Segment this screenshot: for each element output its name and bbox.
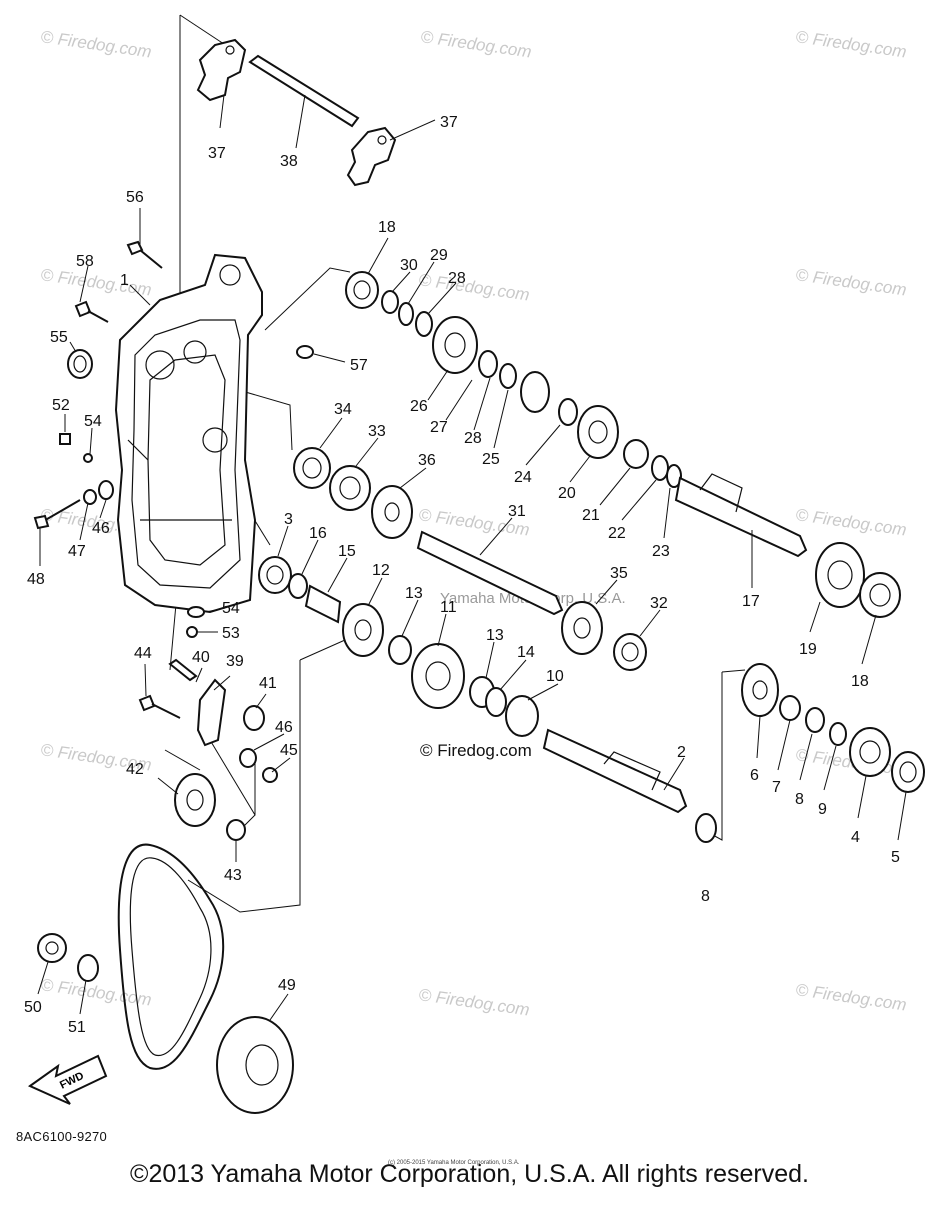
callout-32: 32 xyxy=(650,595,668,612)
callout-3: 3 xyxy=(284,511,293,528)
callout-54: 54 xyxy=(84,413,102,430)
callout-56: 56 xyxy=(126,189,144,206)
callout-57: 57 xyxy=(350,357,368,374)
callout-53: 53 xyxy=(222,625,240,642)
callout-49: 49 xyxy=(278,977,296,994)
callout-5: 5 xyxy=(891,849,900,866)
callout-50: 50 xyxy=(24,999,42,1016)
watermark: © Firedog.com xyxy=(417,985,530,1019)
watermark: © Firedog.com xyxy=(794,27,907,61)
callout-30: 30 xyxy=(400,257,418,274)
callout-9: 9 xyxy=(818,801,827,818)
callout-11: 11 xyxy=(440,599,457,616)
callout-27: 27 xyxy=(430,419,448,436)
callout-8: 8 xyxy=(701,888,710,905)
callout-48: 48 xyxy=(27,571,45,588)
callout-36: 36 xyxy=(418,452,436,469)
callout-40: 40 xyxy=(192,649,210,666)
callout-15: 15 xyxy=(338,543,356,560)
watermark: © Firedog.com xyxy=(794,265,907,299)
callout-46: 46 xyxy=(275,719,293,736)
callout-25: 25 xyxy=(482,451,500,468)
callout-13: 13 xyxy=(405,585,423,602)
small-copyright: (c) 2005-2015 Yamaha Motor Corporation, … xyxy=(388,1160,520,1166)
callout-45: 45 xyxy=(280,742,298,759)
callout-12: 12 xyxy=(372,562,390,579)
center-watermark: © Firedog.com xyxy=(420,741,532,760)
callout-46: 46 xyxy=(92,520,110,537)
callout-23: 24 xyxy=(514,469,532,486)
watermark: © Firedog.com xyxy=(417,270,530,304)
callout-4: 4 xyxy=(851,829,860,846)
callout-29: 29 xyxy=(430,247,448,264)
callout-13: 13 xyxy=(486,627,504,644)
callout-44: 44 xyxy=(134,645,152,662)
tensioner-assembly xyxy=(138,606,278,841)
callout-51: 51 xyxy=(68,1019,86,1036)
watermark: © Firedog.com xyxy=(794,980,907,1014)
callout-28: 28 xyxy=(464,430,482,447)
callout-41: 41 xyxy=(259,675,277,692)
callout-20: 20 xyxy=(558,485,576,502)
callout-38: 38 xyxy=(280,153,298,170)
watermark: © Firedog.com xyxy=(39,265,152,299)
watermark: © Firedog.com xyxy=(419,27,532,61)
callout-58: 58 xyxy=(76,253,94,270)
watermark: © Firedog.com xyxy=(39,27,152,61)
callout-39: 39 xyxy=(226,653,244,670)
callout-34: 34 xyxy=(334,401,352,418)
callout-2: 2 xyxy=(677,744,686,761)
fwd-arrow: FWD xyxy=(28,1054,108,1105)
callout-8: 8 xyxy=(795,791,804,808)
callout-22: 22 xyxy=(608,525,626,542)
callout-55: 55 xyxy=(50,329,68,346)
callout-18: 18 xyxy=(851,673,869,690)
callout-47: 47 xyxy=(68,543,86,560)
crankcase-cover xyxy=(114,253,263,614)
callout-26: 26 xyxy=(410,398,428,415)
shift-fork-assembly xyxy=(196,38,397,187)
drive-chain-assembly xyxy=(37,843,294,1114)
callout-35: 35 xyxy=(610,565,628,582)
callout-28: 28 xyxy=(448,270,466,287)
callout-leaders xyxy=(37,94,907,1021)
callout-37: 37 xyxy=(440,114,458,131)
callout-42: 42 xyxy=(126,761,144,778)
callout-43: 43 xyxy=(224,867,242,884)
diagram-reference-code: 8AC6100-9270 xyxy=(16,1129,108,1144)
copyright-notice: ©2013 Yamaha Motor Corporation, U.S.A. A… xyxy=(130,1160,809,1188)
watermark: © Firedog.com xyxy=(794,505,907,539)
callout-52: 52 xyxy=(52,397,70,414)
callout-10: 10 xyxy=(546,668,564,685)
hardware-left xyxy=(33,240,314,530)
callout-17: 17 xyxy=(742,593,760,610)
callout-31: 31 xyxy=(508,503,526,520)
callout-24: 23 xyxy=(652,543,670,560)
callout-labels: 1 2 3 4 5 6 7 8 8 9 10 11 12 13 13 14 15… xyxy=(24,114,900,1036)
callout-37: 37 xyxy=(208,145,226,162)
callout-7: 7 xyxy=(772,779,781,796)
middle-shaft-assembly xyxy=(293,447,647,671)
callout-14: 14 xyxy=(517,644,535,661)
callout-21: 21 xyxy=(582,507,600,524)
callout-19: 19 xyxy=(799,641,817,658)
callout-54: 54 xyxy=(222,600,240,617)
callout-33: 33 xyxy=(368,423,386,440)
callout-18: 18 xyxy=(378,219,396,236)
callout-1: 1 xyxy=(120,272,129,289)
callout-16: 16 xyxy=(309,525,327,542)
callout-6: 6 xyxy=(750,767,759,784)
secondary-shaft-assembly xyxy=(345,271,901,618)
